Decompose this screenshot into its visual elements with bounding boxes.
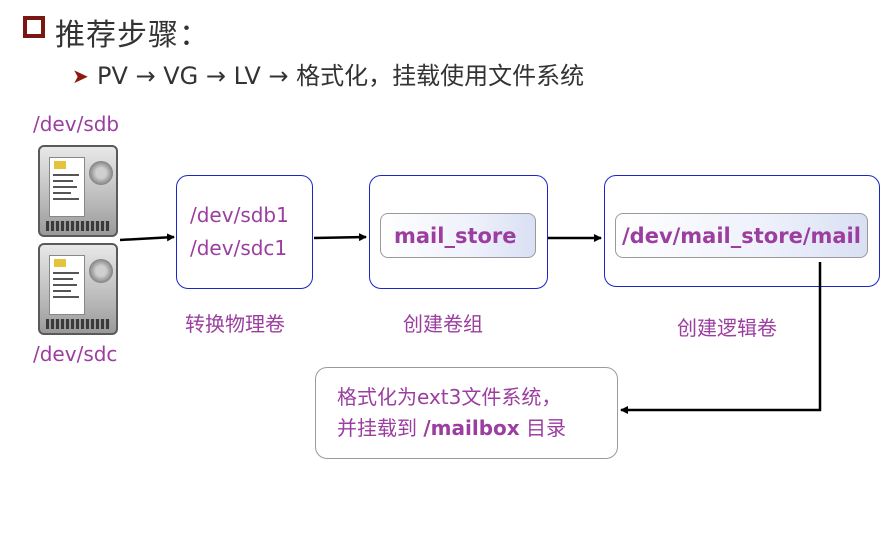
arrow-lv-to-format (620, 262, 822, 414)
arrow-pv-to-vg (313, 233, 367, 242)
disk-label-sdc: /dev/sdc (33, 342, 118, 366)
pv-item-sdb1: /dev/sdb1 (190, 203, 289, 227)
pv-caption: 转换物理卷 (185, 312, 285, 336)
hard-disk-icon (38, 243, 118, 335)
vg-name-pill (380, 213, 536, 258)
format-line-2-suffix: 目录 (519, 416, 567, 440)
pv-item-sdc1: /dev/sdc1 (190, 236, 288, 260)
format-box (315, 367, 618, 459)
hard-disk-icon (38, 145, 118, 237)
disk-label-sdb: /dev/sdb (33, 112, 120, 136)
bullet-arrow-icon: ➤ (72, 64, 89, 88)
page-subtitle: PV → VG → LV → 格式化，挂载使用文件系统 (97, 62, 585, 90)
pv-box (176, 175, 313, 289)
lv-name-pill (615, 213, 868, 258)
bullet-square-icon (23, 16, 45, 38)
mount-path: /mailbox (423, 416, 520, 440)
arrow-disks-to-pv (119, 233, 175, 242)
lv-name: /dev/mail_store/mail (622, 224, 861, 248)
format-line-1: 格式化为ext3文件系统， (337, 385, 562, 409)
vg-name: mail_store (394, 224, 517, 248)
format-line-2: 并挂载到 /mailbox 目录 (337, 412, 566, 441)
format-line-2-prefix: 并挂载到 (337, 416, 424, 440)
lv-caption: 创建逻辑卷 (677, 316, 777, 340)
vg-caption: 创建卷组 (403, 312, 483, 336)
page-title: 推荐步骤： (55, 18, 210, 53)
